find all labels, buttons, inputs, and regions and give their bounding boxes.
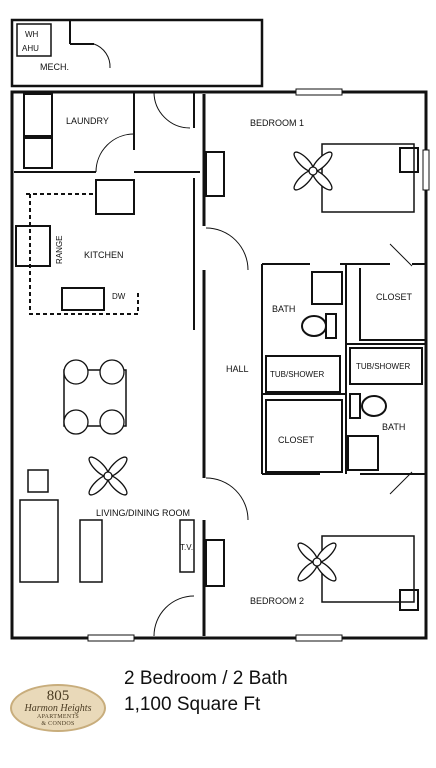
dining-chair [99,409,125,435]
tub-right [349,347,423,385]
caption-bedrooms: 2 Bedroom / 2 Bath [124,668,288,689]
sofa [19,499,59,583]
kitchen-counter [26,193,139,315]
door-mech [93,43,111,69]
label-ahu: AHU [22,44,39,53]
logo-brand: Harmon Heights [24,703,92,714]
exterior-wall-main [10,90,428,640]
label-wh: WH [25,30,39,39]
vanity-lower [347,435,379,471]
dryer [23,137,53,169]
label-bedroom-1: BEDROOM 1 [250,118,304,128]
label-laundry: LAUNDRY [66,116,109,126]
caption-square-feet: 1,100 Square Ft [124,694,261,715]
label-tv: T.V. [180,543,193,552]
desk-1 [205,151,225,197]
closet-lower [265,399,343,473]
water-heater [16,23,52,57]
door-entry-top [153,91,191,129]
tv-stand [179,519,195,573]
nightstand-2 [399,589,419,611]
window-living [87,634,135,642]
label-mech: MECH. [40,62,69,72]
vanity-upper [311,271,343,305]
tub-left [265,355,341,393]
logo-line1: APARTMENTS [36,714,80,720]
fridge [95,179,135,215]
coffee-table [79,519,103,583]
laundry-wall [14,92,200,173]
label-bath-upper: BATH [272,304,295,314]
label-bath-lower: BATH [382,422,405,432]
fan-living-icon [88,456,128,496]
dining-chair [63,359,89,385]
fan-bedroom-2-icon [297,542,337,582]
fan-bedroom-1-icon [293,151,333,191]
closet-upper [359,268,426,341]
range [15,225,51,267]
toilet-upper [301,315,327,337]
dining-table [63,369,127,427]
label-tub-right: TUB/SHOWER [356,362,410,371]
label-tub-left: TUB/SHOWER [270,370,324,379]
chair [27,469,49,493]
desk-2 [205,539,225,587]
label-closet-upper: CLOSET [376,292,413,302]
nightstand-1 [399,147,419,173]
window-top [295,88,343,96]
door-closet-upper [389,243,413,267]
bath-block [261,264,426,475]
label-dw: DW [112,292,126,301]
label-kitchen: KITCHEN [84,250,124,260]
logo-number: 805 [46,688,70,704]
window-bed1-side [422,149,430,191]
logo-line2: & CONDOS [41,721,75,727]
toilet-lower [361,395,387,417]
door-bed2 [205,477,249,521]
sink [61,287,105,311]
door-laundry [95,133,135,173]
label-hall: HALL [226,364,249,374]
door-entry-bottom [153,595,195,637]
label-bedroom-2: BEDROOM 2 [250,596,304,606]
label-range: RANGE [55,236,64,264]
mech-wall [69,20,94,45]
dining-chair [99,359,125,385]
dining-chair [63,409,89,435]
door-bed1 [205,227,249,271]
door-bath-lower [389,471,413,495]
label-closet-lower: CLOSET [278,435,315,445]
logo: 805 Harmon Heights APARTMENTS & CONDOS [10,684,106,732]
washer [23,93,53,137]
exterior-wall [10,18,264,88]
label-living-dining: LIVING/DINING ROOM [96,508,190,518]
window-bed2-bottom [295,634,343,642]
